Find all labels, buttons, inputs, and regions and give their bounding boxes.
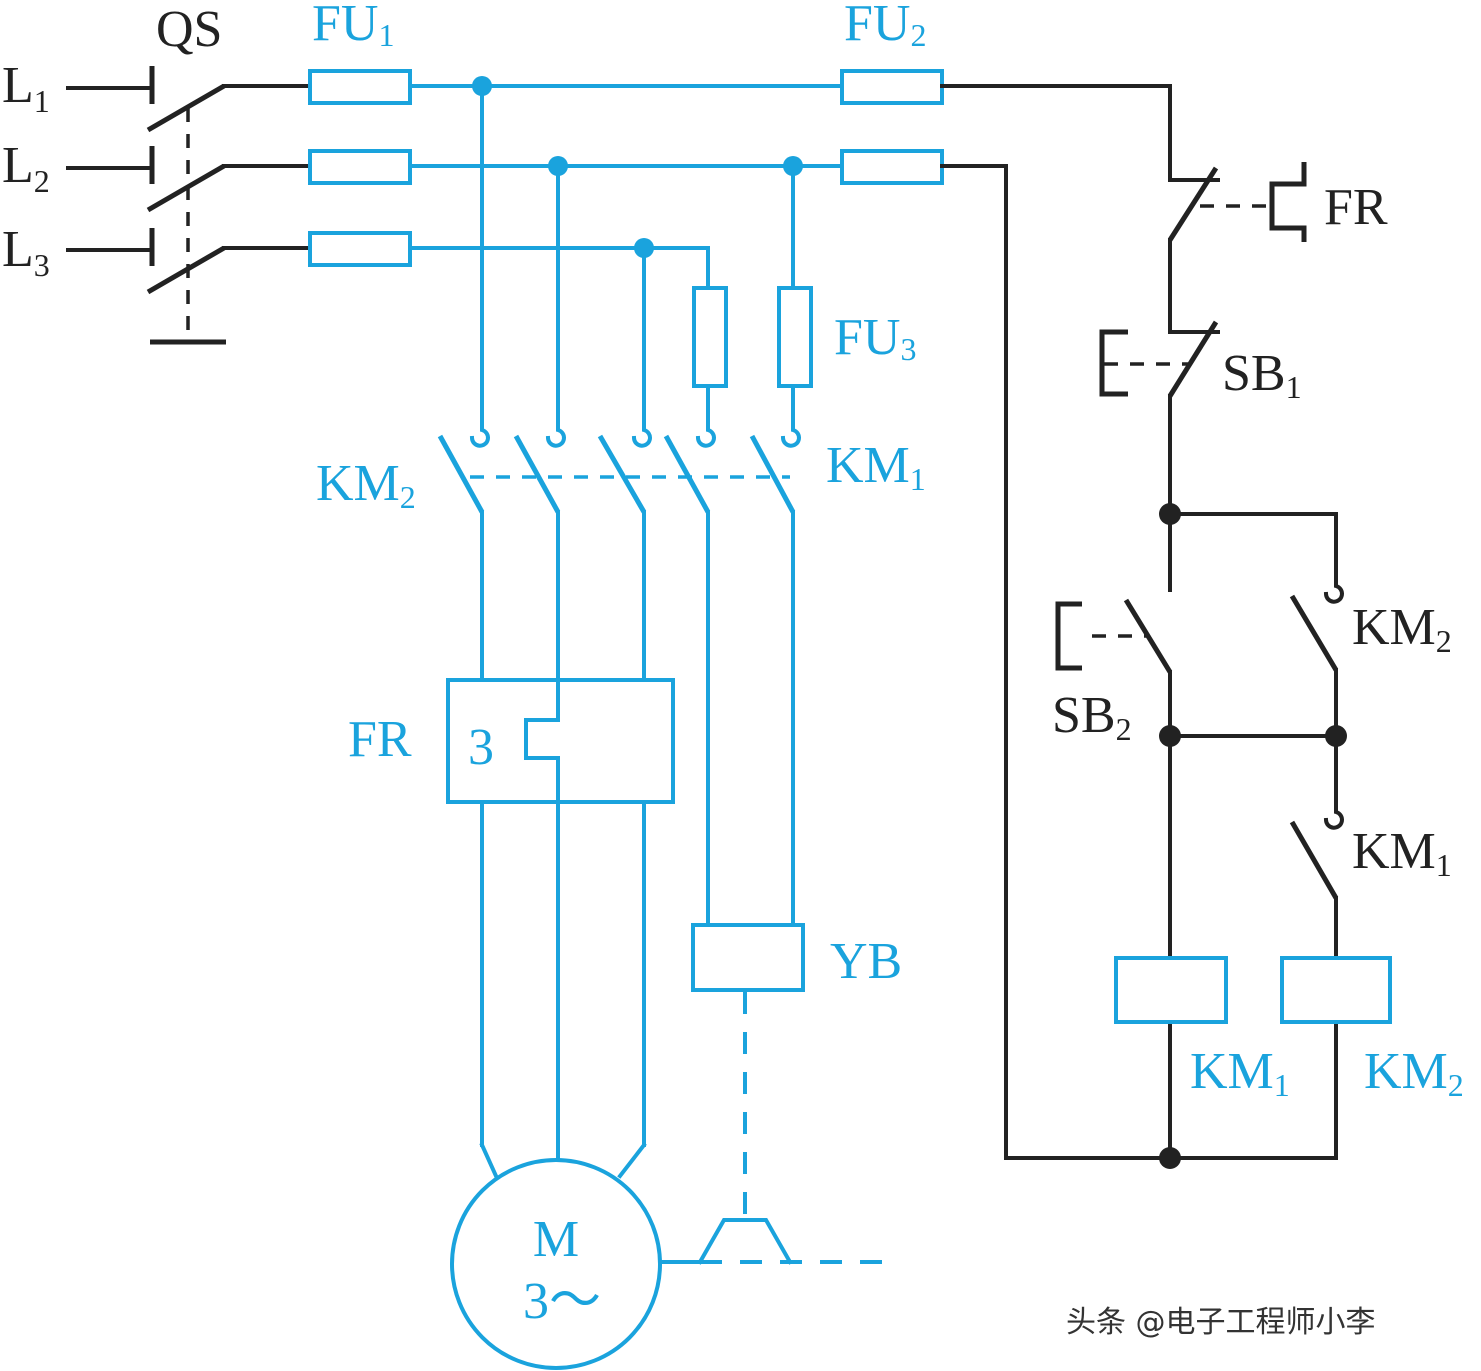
fu1-fuse-l1 xyxy=(308,69,412,105)
fr-main-label: FR xyxy=(348,711,412,768)
power-circuit xyxy=(308,69,944,1370)
fu2-label: FU2 xyxy=(844,0,926,53)
fu3-label: FU3 xyxy=(834,309,916,367)
km1-coil-label: KM1 xyxy=(1190,1043,1290,1103)
fu1-fuse-l2 xyxy=(308,149,412,185)
motor-m-label: M xyxy=(533,1211,579,1268)
km2-coil xyxy=(1280,956,1392,1024)
fu2-fuse-1 xyxy=(840,69,944,105)
km2-aux-label: KM2 xyxy=(1352,599,1452,659)
sb1-label: SB1 xyxy=(1222,345,1302,405)
fr-thermal-relay xyxy=(446,678,675,804)
km1-aux-label: KM1 xyxy=(1352,823,1452,883)
junction-dot xyxy=(1159,1147,1181,1169)
fu1-label: FU1 xyxy=(312,0,394,53)
l3-label: L3 xyxy=(2,221,50,283)
motor-phase-label: 3～ xyxy=(523,1273,601,1330)
fu3-fuse-2 xyxy=(777,286,813,388)
qs-switch xyxy=(146,83,312,345)
contactor-coils xyxy=(1114,956,1392,1024)
fu1-fuse-l3 xyxy=(308,231,412,267)
fr-ctrl-label: FR xyxy=(1324,179,1388,236)
fu3-fuse-1 xyxy=(692,286,728,388)
qs-label: QS xyxy=(156,1,222,58)
l1-label: L1 xyxy=(2,57,50,119)
km2-coil-label: KM2 xyxy=(1364,1043,1464,1103)
km2-main-label: KM2 xyxy=(316,455,416,515)
fr-three-label: 3 xyxy=(468,719,494,776)
control-circuit xyxy=(940,84,1347,1169)
sb2-label: SB2 xyxy=(1052,687,1132,747)
watermark-text: 头条 @电子工程师小李 xyxy=(1066,1305,1376,1340)
labels: QS L1 L2 L3 FU1 FU2 FU3 KM2 KM1 FR 3 YB … xyxy=(2,0,1464,1340)
yb-label: YB xyxy=(830,933,902,990)
supply-lines xyxy=(66,66,155,266)
km1-main-label: KM1 xyxy=(826,437,926,497)
yb-brake-coil xyxy=(691,923,805,992)
fu2-fuse-2 xyxy=(840,149,944,185)
km1-coil xyxy=(1114,956,1228,1024)
l2-label: L2 xyxy=(2,137,50,199)
